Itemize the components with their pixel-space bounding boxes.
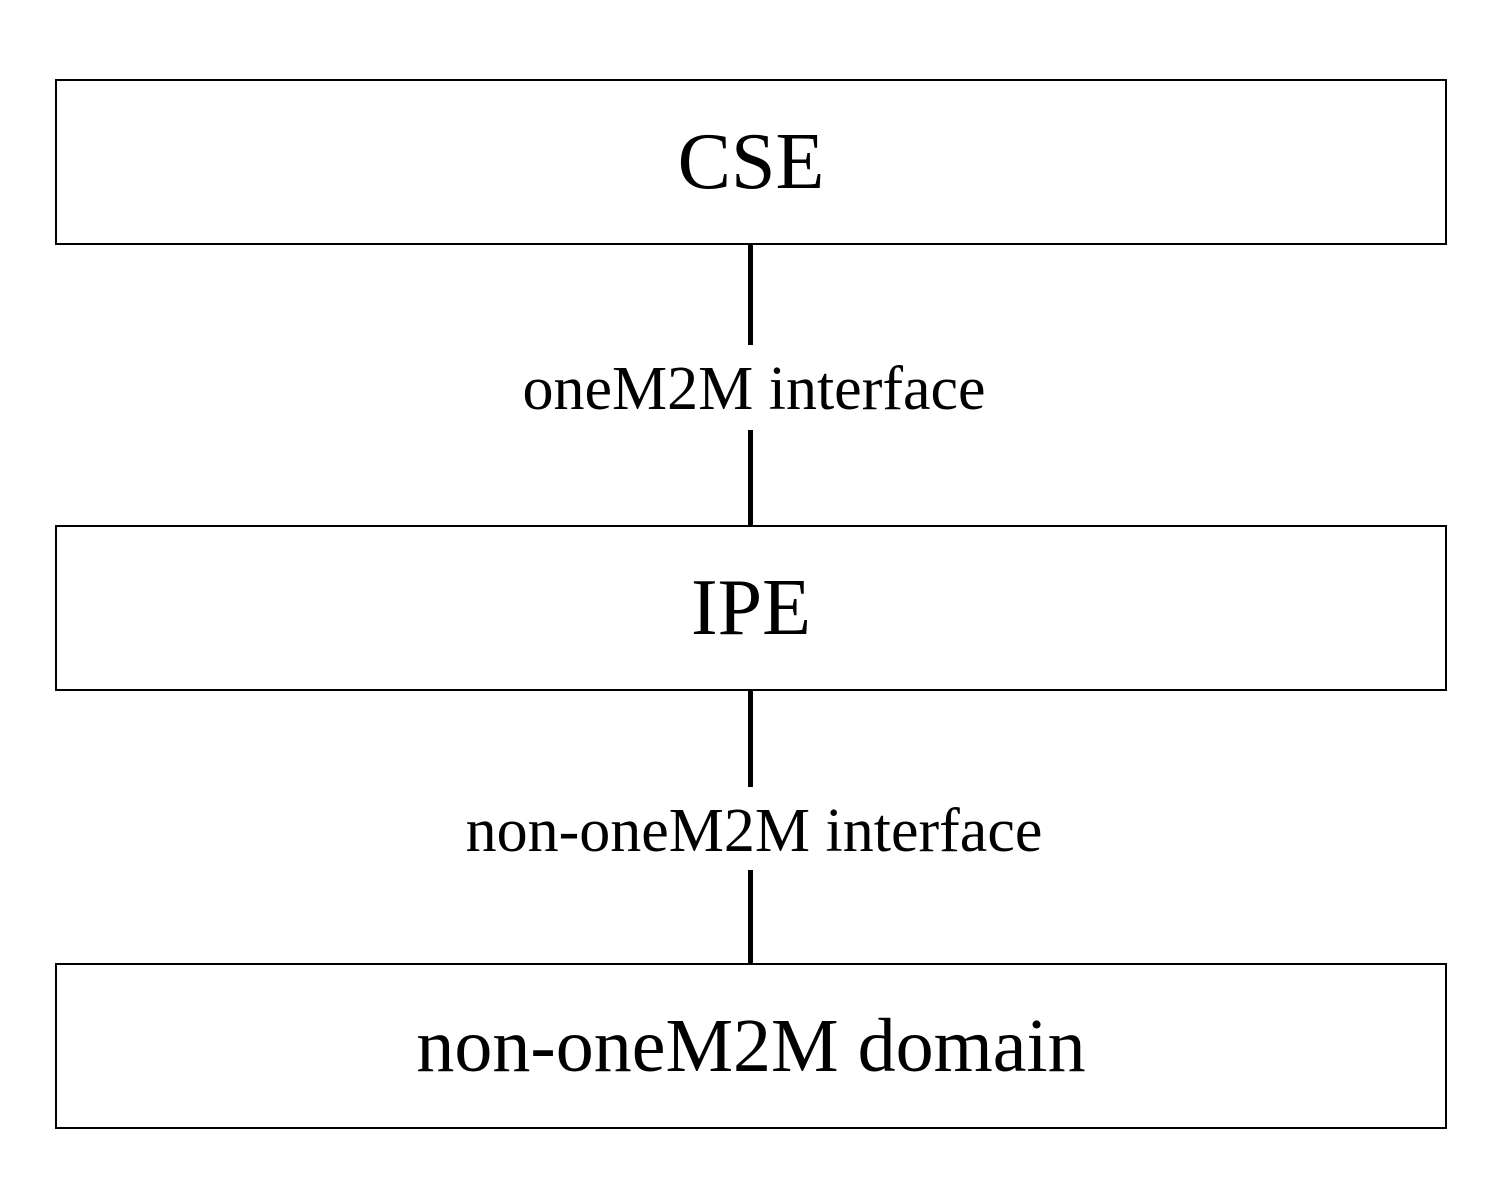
non-oneM2M-domain-box: non-oneM2M domain (55, 963, 1447, 1129)
non-oneM2M-interface-text: non-oneM2M interface (459, 797, 1049, 865)
connector-line-cse-ipe-lower (748, 430, 753, 526)
connector-line-cse-ipe-upper (748, 245, 753, 345)
ipe-label: IPE (691, 564, 811, 652)
cse-label: CSE (677, 118, 825, 206)
connector-line-ipe-domain-lower (748, 870, 753, 965)
cse-box: CSE (55, 79, 1447, 245)
ipe-box: IPE (55, 525, 1447, 691)
non-oneM2M-interface-label: non-oneM2M interface (0, 797, 1508, 865)
oneM2M-interface-text: oneM2M interface (516, 355, 992, 423)
connector-line-ipe-domain-upper (748, 691, 753, 787)
oneM2M-interface-label: oneM2M interface (0, 355, 1508, 423)
non-oneM2M-domain-label: non-oneM2M domain (416, 1004, 1086, 1088)
